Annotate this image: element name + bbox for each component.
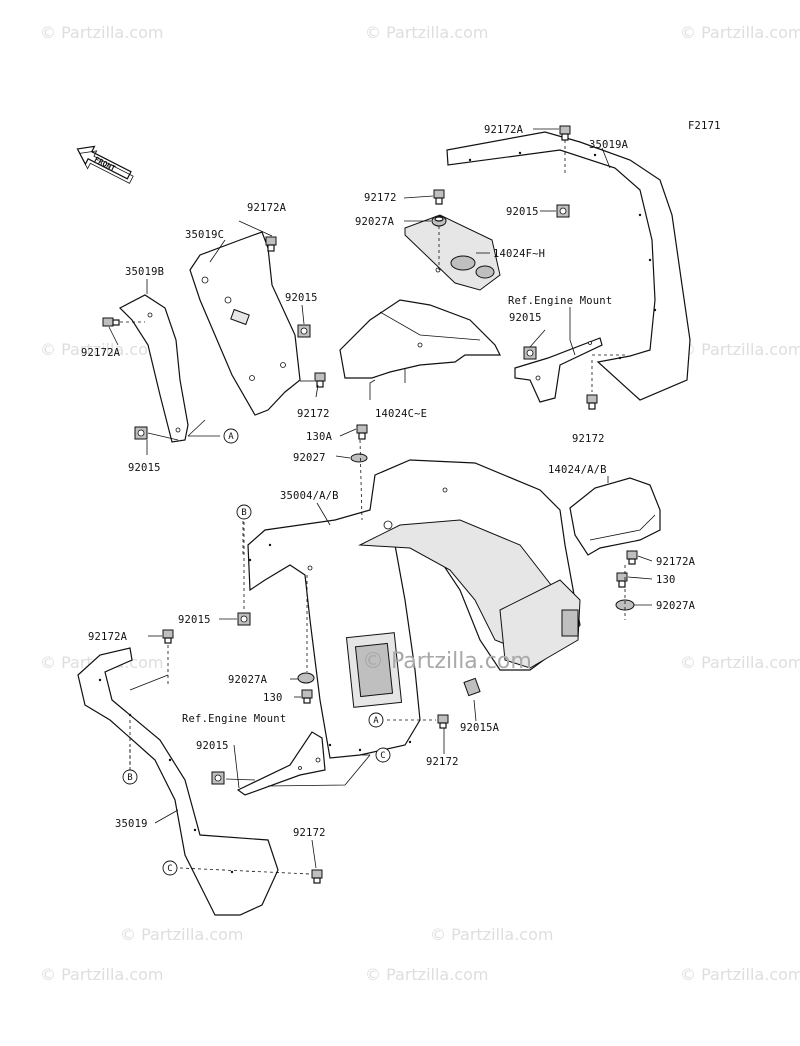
part-number-label: 92172A xyxy=(81,347,121,359)
part-number-label: 92027A xyxy=(355,216,395,228)
part-number-label: 35019A xyxy=(589,139,629,151)
callout-B-top: B xyxy=(236,504,252,520)
bolt-icon xyxy=(102,317,120,327)
part-number-label: 92172 xyxy=(426,756,459,768)
side-panel-35019C xyxy=(189,231,301,416)
bolt-icon xyxy=(433,189,445,205)
watermark: © Partzilla.com xyxy=(430,925,553,944)
callout-A-top: A xyxy=(223,428,239,444)
bolt-icon xyxy=(356,424,368,440)
svg-text:A: A xyxy=(228,432,234,442)
part-number-label: 92015 xyxy=(178,614,211,626)
callout-B-bottom: B xyxy=(122,769,138,785)
part-number-label: 92172 xyxy=(364,192,397,204)
part-number-label: 92015A xyxy=(460,722,500,734)
bolt-icon xyxy=(559,125,571,141)
bolt-icon xyxy=(162,629,174,644)
watermark: © Partzilla.com xyxy=(40,23,163,42)
part-number-label: 92027A xyxy=(656,600,696,612)
bolt-icon xyxy=(626,550,638,565)
front-arrow-icon: FRONT xyxy=(76,145,134,184)
svg-text:C: C xyxy=(167,864,172,874)
nut-icon xyxy=(297,324,311,338)
nut-icon xyxy=(134,426,148,440)
svg-text:A: A xyxy=(373,716,379,726)
top-cover-14024CE xyxy=(339,299,501,379)
bolt-icon xyxy=(265,236,277,252)
part-number-label: 92172 xyxy=(572,433,605,445)
part-number-label: 130 xyxy=(263,692,283,704)
watermark: © Partzilla.com xyxy=(40,965,163,984)
front-fender-35004AB xyxy=(247,459,581,759)
watermark: © Partzilla.com xyxy=(365,23,488,42)
bolt-icon xyxy=(616,572,628,588)
svg-text:B: B xyxy=(241,508,246,518)
watermark: © Partzilla.com xyxy=(680,653,800,672)
watermark: © Partzilla.com xyxy=(680,965,800,984)
side-panel-35019B xyxy=(118,294,189,443)
nut-icon xyxy=(463,677,481,697)
bolt-icon xyxy=(314,372,326,388)
watermark: © Partzilla.com xyxy=(680,340,800,359)
part-number-label: 92172A xyxy=(88,631,128,643)
nut-icon xyxy=(211,771,225,785)
mud-flap-35019 xyxy=(77,647,279,916)
part-number-label: 92172A xyxy=(656,556,696,568)
part-number-label: 92015 xyxy=(128,462,161,474)
reference-label: Ref.Engine Mount xyxy=(508,295,612,307)
center-watermark: © Partzilla.com xyxy=(362,649,532,674)
part-number-label: 92172A xyxy=(484,124,524,136)
part-number-label: 35019C xyxy=(185,229,224,241)
tray-14024AB xyxy=(569,477,661,556)
callout-C-left: C xyxy=(162,860,178,876)
callout-A-bottom: A xyxy=(368,712,384,728)
part-number-label: 14024C~E xyxy=(375,408,427,420)
bolt-icon xyxy=(437,714,449,729)
svg-text:B: B xyxy=(127,773,132,783)
nut-icon xyxy=(237,612,251,626)
reference-label: Ref.Engine Mount xyxy=(182,713,286,725)
rear-fender-flap-35019A xyxy=(446,131,691,401)
grommet-icon xyxy=(350,453,368,463)
part-number-label: 14024F~H xyxy=(493,248,545,260)
part-number-label: 130 xyxy=(656,574,676,586)
watermark: © Partzilla.com xyxy=(365,965,488,984)
part-number-label: 92015 xyxy=(506,206,539,218)
watermarks: © Partzilla.com © Partzilla.com © Partzi… xyxy=(40,23,800,984)
part-number-label: 14024/A/B xyxy=(548,464,607,476)
leader-lines xyxy=(108,128,653,875)
part-number-label: 35004/A/B xyxy=(280,490,339,502)
part-number-label: 92015 xyxy=(285,292,318,304)
part-number-label: 92027A xyxy=(228,674,268,686)
bolt-icon xyxy=(586,394,598,410)
part-number-label: 35019 xyxy=(115,818,148,830)
part-number-label: 92172 xyxy=(297,408,330,420)
nut-icon xyxy=(523,346,537,360)
callout-C-bottom: C xyxy=(375,747,391,763)
part-number-label: 35019B xyxy=(125,266,164,278)
fasteners xyxy=(102,125,638,884)
grommet-icon xyxy=(297,672,315,684)
engine-mount-bracket-top xyxy=(514,337,603,403)
part-number-label: 92172A xyxy=(247,202,287,214)
part-number-label: 92015 xyxy=(509,312,542,324)
nut-icon xyxy=(556,204,570,218)
bolt-icon xyxy=(301,689,313,704)
meter-panel-14024FH xyxy=(404,214,501,291)
grommet-icon xyxy=(431,215,447,227)
part-labels: 92172A 35019A 92172 92027A 92015 14024F~… xyxy=(81,124,696,839)
watermark: © Partzilla.com xyxy=(120,925,243,944)
watermark: © Partzilla.com xyxy=(40,340,163,359)
part-number-label: 92015 xyxy=(196,740,229,752)
bolt-icon xyxy=(311,869,323,884)
watermark: © Partzilla.com xyxy=(680,23,800,42)
part-number-label: 92172 xyxy=(293,827,326,839)
part-number-label: 130A xyxy=(306,431,333,443)
figure-code: F2171 xyxy=(688,120,721,132)
engine-mount-bracket-bottom xyxy=(236,731,326,796)
part-number-label: 92027 xyxy=(293,452,326,464)
svg-text:C: C xyxy=(380,751,385,761)
